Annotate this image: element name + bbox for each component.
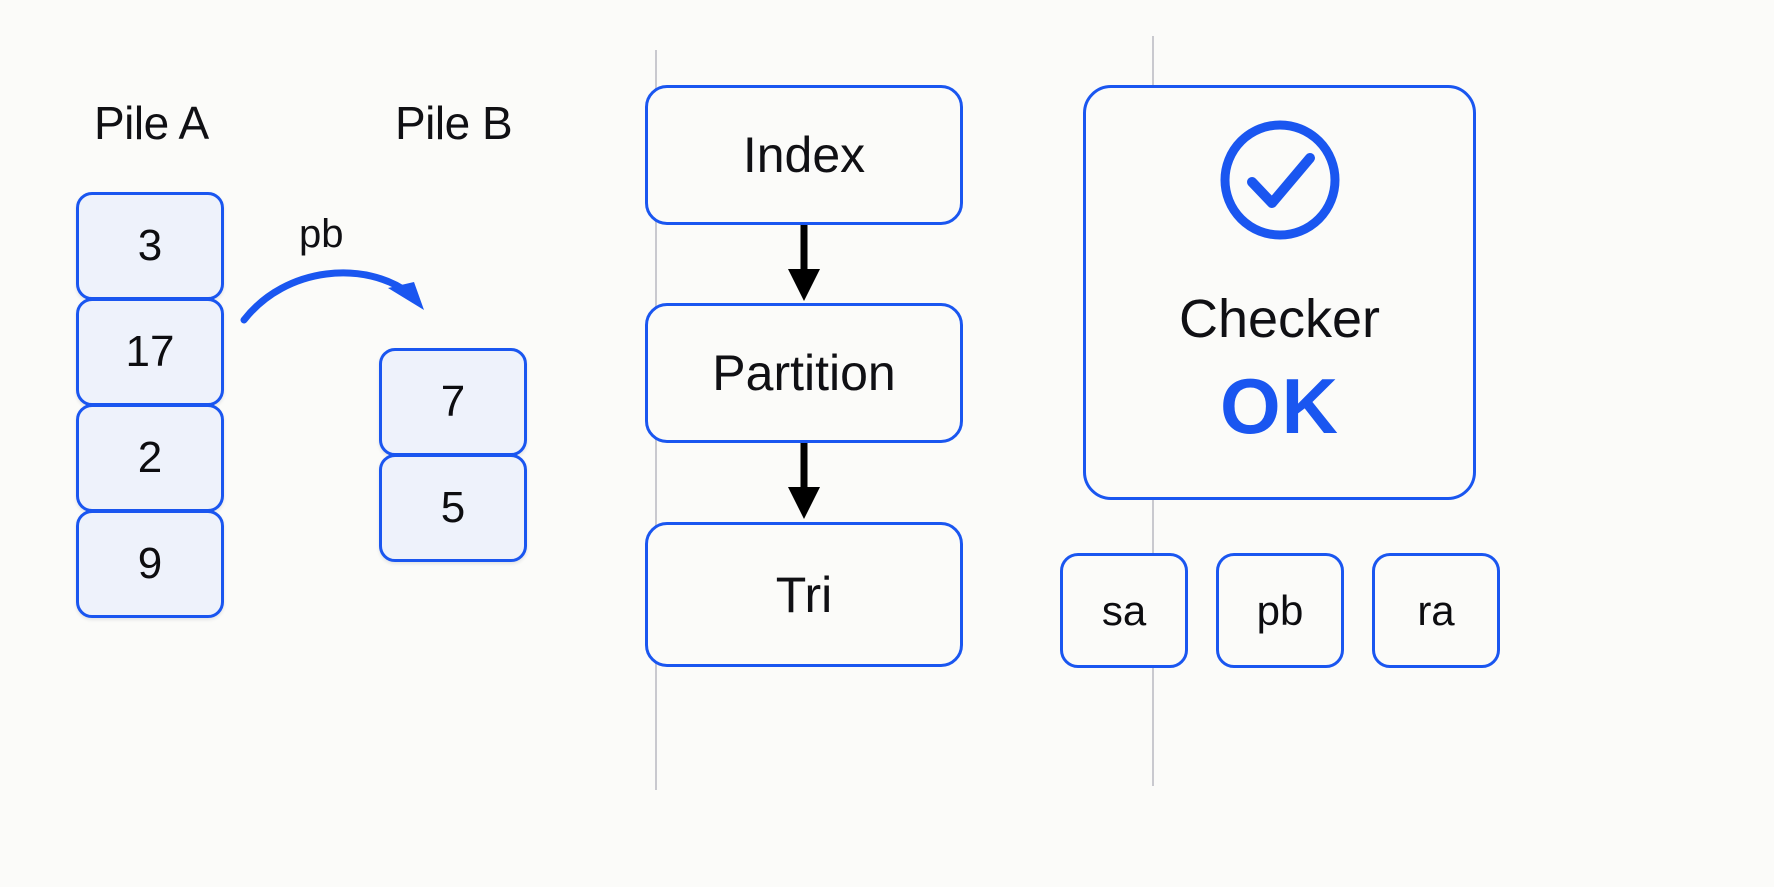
pile-b-card[interactable]: 5 — [379, 454, 527, 562]
pile-a-title: Pile A — [94, 97, 209, 149]
check-circle-icon — [1220, 120, 1339, 240]
op-button-sa[interactable]: sa — [1060, 553, 1188, 668]
flow-step-tri[interactable]: Tri — [645, 522, 963, 667]
checker-panel: Checker OK — [1083, 85, 1476, 500]
flow-step-partition[interactable]: Partition — [645, 303, 963, 443]
pile-a-card[interactable]: 2 — [76, 404, 224, 512]
pb-operation-label: pb — [299, 212, 344, 256]
pile-a-card[interactable]: 3 — [76, 192, 224, 300]
pile-a-card[interactable]: 17 — [76, 298, 224, 406]
curved-arrow-right-icon — [240, 269, 424, 324]
op-button-ra[interactable]: ra — [1372, 553, 1500, 668]
pile-b-card[interactable]: 7 — [379, 348, 527, 456]
arrow-down-icon — [788, 225, 820, 301]
checker-label: Checker — [1178, 289, 1381, 349]
pile-b-title: Pile B — [395, 97, 513, 149]
pile-a-card[interactable]: 9 — [76, 510, 224, 618]
flow-step-index[interactable]: Index — [645, 85, 963, 225]
op-button-pb[interactable]: pb — [1216, 553, 1344, 668]
checker-status-badge: OK — [1220, 362, 1339, 450]
arrow-down-icon — [788, 443, 820, 519]
